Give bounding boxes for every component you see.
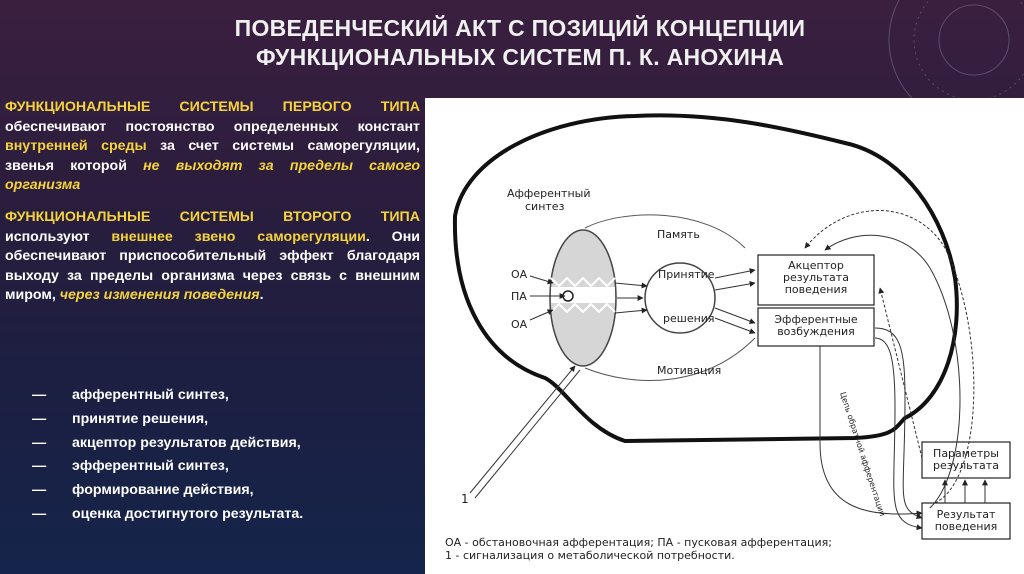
efferent-to-result (819, 442, 923, 517)
brain-outline (452, 113, 959, 444)
pa-label: ПА (511, 290, 527, 303)
feedback-line-inner (874, 327, 923, 519)
oa-bottom-label: ОА (511, 318, 528, 331)
params-line-2: результата (933, 459, 999, 472)
dash-mark: — (32, 505, 47, 522)
synthesis-zigzag-bottom (550, 302, 616, 314)
dash-mark: — (32, 434, 47, 451)
type2-text-b: . Они обеспечивают приспособительный эфф… (5, 228, 420, 304)
efferent-label: Эфферентные возбуждения (758, 314, 874, 338)
diagram-svg: Афферентный синтез Память Принятие решен… (452, 113, 1011, 540)
params-line-1: Параметры (933, 447, 999, 460)
type2-highlight-a: внешнее звено саморегуляции (111, 228, 366, 245)
dash-mark: — (32, 410, 47, 427)
type1-paragraph: ФУНКЦИОНАЛЬНЫЕ СИСТЕМЫ ПЕРВОГО ТИПА обес… (5, 98, 420, 196)
stage-label: эфферентный синтез, (72, 458, 229, 475)
decision-to-acceptor-arrow (714, 268, 756, 279)
acceptor-line-3: поведения (784, 283, 848, 296)
type2-paragraph: ФУНКЦИОНАЛЬНЫЕ СИСТЕМЫ ВТОРОГО ТИПА испо… (5, 208, 420, 306)
result-line-1: Результат (936, 508, 996, 521)
synthesis-zigzag-top (550, 276, 616, 288)
number-one-label: 1 (461, 492, 469, 506)
list-item: — афферентный синтез, (32, 387, 303, 411)
oa-top-arrow (529, 275, 554, 285)
stage-label: акцептор результатов действия, (72, 434, 301, 451)
title-line-1: ПОВЕДЕНЧЕСКИЙ АКТ С ПОЗИЦИЙ КОНЦЕПЦИИ (234, 15, 806, 41)
decorative-dial (888, 0, 1024, 110)
feedback-line-outer (804, 210, 975, 504)
memory-arc (584, 214, 746, 249)
acceptor-label: Акцептор результата поведения (758, 260, 874, 296)
oa-top-label: ОА (511, 268, 528, 281)
params-label: Параметры результата (922, 448, 1010, 472)
type1-highlight-a: внутренней среды (5, 138, 147, 155)
acceptor-line-1: Акцептор (788, 259, 844, 272)
params-to-acceptor (878, 287, 923, 459)
decision-to-efferent-arrow (714, 317, 756, 334)
decision-to-efferent-arrow (714, 307, 756, 324)
type1-heading: ФУНКЦИОНАЛЬНЫЕ СИСТЕМЫ ПЕРВОГО ТИПА (5, 99, 420, 115)
type2-highlight-b: через изменения поведения (59, 287, 260, 304)
stage-label: афферентный синтез, (72, 387, 229, 403)
oa-bottom-arrow (529, 309, 554, 321)
signal-1-arrow-2 (474, 369, 581, 499)
feedback-vertical-label: Цепь обратной афферентации (838, 391, 887, 518)
stage-label: формирование действия, (72, 482, 254, 499)
dash-mark: — (32, 458, 47, 475)
decision-circle (644, 262, 716, 334)
decision-label-1: Принятие (658, 268, 715, 281)
type1-text-b: за счет системы саморегуляции, звенья ко… (5, 138, 420, 174)
feedback-line-inner2 (874, 337, 923, 531)
memory-label: Память (657, 228, 700, 241)
efferent-line-1: Эфферентные (774, 313, 858, 326)
signal-1-arrow (469, 365, 576, 494)
list-item: — принятие решения, (32, 411, 303, 435)
list-item: — формирование действия, (32, 482, 303, 506)
efferent-line-2: возбуждения (777, 325, 855, 338)
diagram-legend: ОА - обстановочная афферентация; ПА - пу… (445, 536, 832, 562)
params-box (921, 441, 1011, 479)
afferent-synthesis-label-2: синтез (525, 200, 565, 213)
stage-label: принятие решения, (72, 410, 209, 427)
stage-label: оценка достигнутого результата. (72, 505, 304, 522)
list-item: — акцептор результатов действия, (32, 435, 303, 459)
list-item: — оценка достигнутого результата. (32, 506, 303, 530)
result-label: Результат поведения (922, 509, 1010, 533)
type2-text-a: используют (5, 228, 112, 245)
dash-mark: — (32, 482, 47, 499)
pa-node (562, 290, 574, 302)
dash-mark: — (32, 387, 47, 403)
list-item: — эфферентный синтез, (32, 458, 303, 482)
result-box (921, 502, 1011, 540)
legend-line-2: 1 - сигнализация о метаболической потреб… (445, 549, 735, 562)
synthesis-to-decision-arrow (614, 282, 648, 289)
motivation-label: Мотивация (657, 364, 721, 377)
title-line-2: ФУНКЦИОНАЛЬНЫХ СИСТЕМ П. К. АНОХИНА (255, 44, 785, 70)
acceptor-line-2: результата (783, 271, 849, 284)
result-line-2: поведения (934, 520, 998, 533)
motivation-arc (584, 337, 756, 381)
acceptor-box (757, 254, 875, 306)
feedback-line-mid (824, 234, 961, 509)
page-title: ПОВЕДЕНЧЕСКИЙ АКТ С ПОЗИЦИЙ КОНЦЕПЦИИ ФУ… (190, 14, 850, 72)
type2-heading: ФУНКЦИОНАЛЬНЫЕ СИСТЕМЫ ВТОРОГО ТИПА (5, 208, 420, 225)
efferent-box (757, 307, 875, 347)
decision-to-acceptor-arrow (714, 280, 756, 291)
type1-highlight-b: не выходят за пределы самого организма (5, 157, 421, 194)
synthesis-band (551, 287, 615, 303)
decision-label-2: решения (663, 312, 715, 325)
afferent-synthesis-label: Афферентный (507, 187, 590, 200)
synthesis-to-decision-arrow (614, 307, 648, 314)
anokhin-diagram: Афферентный синтез Память Принятие решен… (425, 98, 1024, 574)
type2-text-c: . (259, 287, 264, 304)
description-panel: ФУНКЦИОНАЛЬНЫЕ СИСТЕМЫ ПЕРВОГО ТИПА обес… (5, 98, 420, 318)
legend-line-1: ОА - обстановочная афферентация; ПА - пу… (445, 536, 832, 549)
type1-text-a: обеспечивают постоянство определенных ко… (5, 118, 420, 135)
stages-list: —афферентный синтез, —принятие решения, … (32, 387, 303, 530)
